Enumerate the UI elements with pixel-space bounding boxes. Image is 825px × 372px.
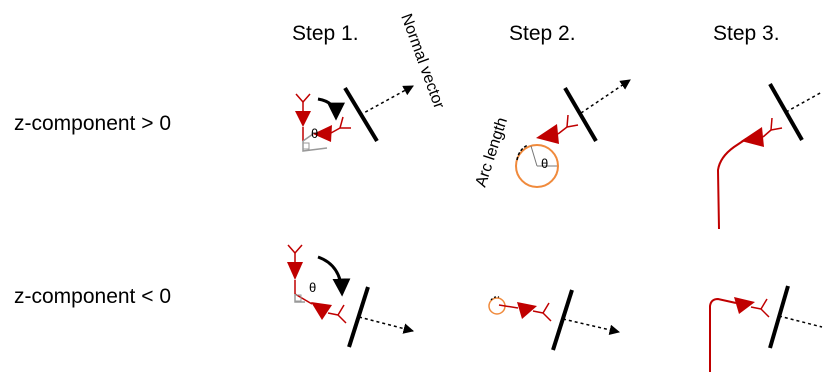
neuron-stem <box>498 304 519 309</box>
arc-circle <box>515 144 559 188</box>
neuron-rotated <box>517 302 552 322</box>
neuron-original <box>295 93 311 141</box>
step3-bottom-group <box>709 285 823 372</box>
normal-vector-arrow <box>358 316 415 334</box>
neuron-original <box>287 244 303 294</box>
neuron-path <box>716 138 747 230</box>
membrane-bar <box>563 86 598 143</box>
theta-label: θ <box>309 280 316 295</box>
membrane-bar <box>551 289 574 351</box>
membrane-bar <box>768 285 790 349</box>
normal-vector-arrow <box>359 85 414 116</box>
normal-vector-arrow <box>580 79 631 114</box>
membrane-bar <box>347 286 370 348</box>
radius-line <box>530 145 538 167</box>
rotation-arrow <box>317 97 345 121</box>
neuron-rotated <box>734 297 770 318</box>
neuron-path <box>709 297 737 372</box>
theta-label: θ <box>541 156 548 171</box>
rotation-arrow <box>317 255 351 297</box>
step1-top-group: θ <box>295 85 414 152</box>
arc-length-label: Arc length <box>473 115 511 189</box>
right-angle-mark <box>302 142 310 150</box>
neuron-rotated <box>313 116 351 142</box>
normal-vector-arrow <box>785 91 823 113</box>
neuron-rotated <box>741 117 783 147</box>
step2-bottom-group <box>488 289 621 351</box>
step-3-header: Step 3. <box>713 22 780 45</box>
step1-bottom-group: θ <box>287 244 415 348</box>
normal-vector-label: Normal vector <box>397 12 447 112</box>
neuron-rotated <box>536 114 579 144</box>
arc-length-dash <box>516 144 529 161</box>
step3-top-group <box>716 83 823 230</box>
theta-label: θ <box>311 126 318 141</box>
normal-vector-arrow <box>562 318 621 335</box>
step-2-header: Step 2. <box>509 22 576 45</box>
right-angle-mark <box>294 294 302 302</box>
normal-vector-arrow <box>778 315 823 328</box>
row-label-positive: z-component > 0 <box>14 112 172 135</box>
neuron-rotated <box>294 293 347 324</box>
step2-top-group: θ <box>515 79 631 188</box>
arc-length-dash <box>490 296 500 301</box>
step-1-header: Step 1. <box>292 22 359 45</box>
row-label-negative: z-component < 0 <box>14 285 172 308</box>
